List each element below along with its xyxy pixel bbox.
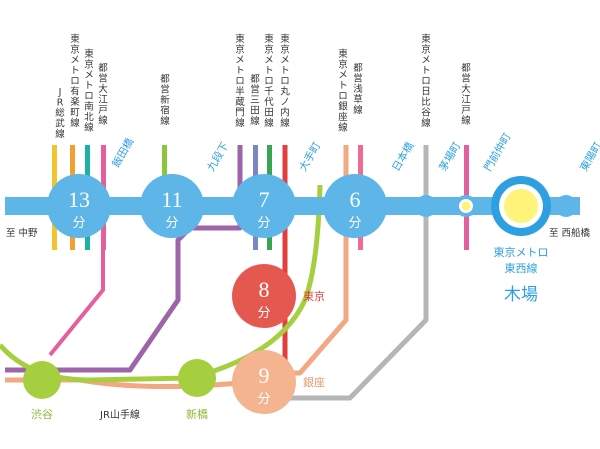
- svg-text:7: 7: [259, 187, 270, 212]
- line-label: 東京メトロ千代田線: [264, 33, 274, 129]
- svg-text:6: 6: [350, 187, 361, 212]
- line-label: 都営三田線: [250, 74, 260, 127]
- line-label: 東京メトロ南北線: [84, 48, 94, 134]
- station-nihombashi[interactable]: 6 分: [323, 174, 387, 238]
- kiba-station-name: 木場: [504, 285, 538, 305]
- svg-text:分: 分: [257, 215, 270, 230]
- svg-text:分: 分: [257, 305, 270, 320]
- line-label: 東京メトロ丸ノ内線: [280, 33, 290, 129]
- line-oedo-to-shibuya: [48, 250, 105, 357]
- station-iidabashi[interactable]: 13 分: [47, 174, 111, 238]
- kiba-line-label: 東京メトロ: [494, 245, 549, 259]
- station-shimbashi-label: 新橋: [186, 407, 208, 421]
- svg-text:分: 分: [257, 391, 270, 406]
- tozai-station-name: 大手町: [296, 139, 323, 173]
- line-label: 都営大江戸線: [461, 63, 471, 127]
- line-hibiya: [258, 145, 429, 401]
- station-kayabacho[interactable]: [415, 195, 437, 217]
- svg-text:11: 11: [161, 187, 182, 212]
- tozai-end-east: 至 西船橋: [549, 227, 591, 239]
- station-otemachi[interactable]: 7 分: [232, 174, 296, 238]
- station-ginza[interactable]: 9 分: [232, 350, 296, 414]
- tozai-station-name: 日本橋: [389, 139, 416, 173]
- tozai-station-names: 飯田橋 九段下 大手町 日本橋茅場町門前仲町 東陽町: [109, 130, 600, 173]
- kiba-line-label-2: 東西線: [505, 261, 538, 275]
- svg-text:分: 分: [348, 215, 361, 230]
- tozai-station-name: 茅場町: [436, 139, 463, 173]
- line-hanzomon: [5, 145, 243, 373]
- line-label: 東京メトロ日比谷線: [421, 33, 431, 129]
- svg-text:8: 8: [259, 277, 270, 302]
- station-toyocho[interactable]: [555, 195, 577, 217]
- tozai-station-name: 九段下: [204, 140, 231, 174]
- line-label: 東京メトロ銀座線: [338, 48, 348, 134]
- line-label: 都営大江戸線: [98, 63, 108, 127]
- station-kudanshita[interactable]: 11 分: [140, 174, 204, 238]
- station-monzen-nakacho[interactable]: [455, 195, 477, 217]
- station-kiba[interactable]: [491, 176, 551, 236]
- line-label: 都営新宿線: [160, 74, 170, 127]
- line-label: 都営浅草線: [353, 63, 363, 116]
- tozai-station-name: 門前仲町: [481, 130, 514, 173]
- svg-text:分: 分: [165, 215, 178, 230]
- svg-text:分: 分: [72, 215, 85, 230]
- station-tokyo-label: 東京: [303, 289, 325, 303]
- tozai-station-name: 東陽町: [577, 139, 600, 173]
- station-ginza-label: 銀座: [303, 375, 325, 389]
- jr-yamanote-label: JR山手線: [99, 408, 140, 421]
- line-label: 東京メトロ半蔵門線: [235, 33, 245, 129]
- station-shibuya[interactable]: [23, 361, 61, 399]
- line-label: 東京メトロ有楽町線: [70, 33, 80, 129]
- station-shimbashi[interactable]: [178, 359, 216, 397]
- station-tokyo[interactable]: 8 分: [232, 264, 296, 328]
- svg-text:13: 13: [68, 187, 90, 212]
- tozai-station-name: 飯田橋: [109, 135, 136, 169]
- svg-text:9: 9: [259, 363, 270, 388]
- station-shibuya-label: 渋谷: [31, 408, 53, 421]
- tozai-end-west: 至 中野: [6, 227, 38, 239]
